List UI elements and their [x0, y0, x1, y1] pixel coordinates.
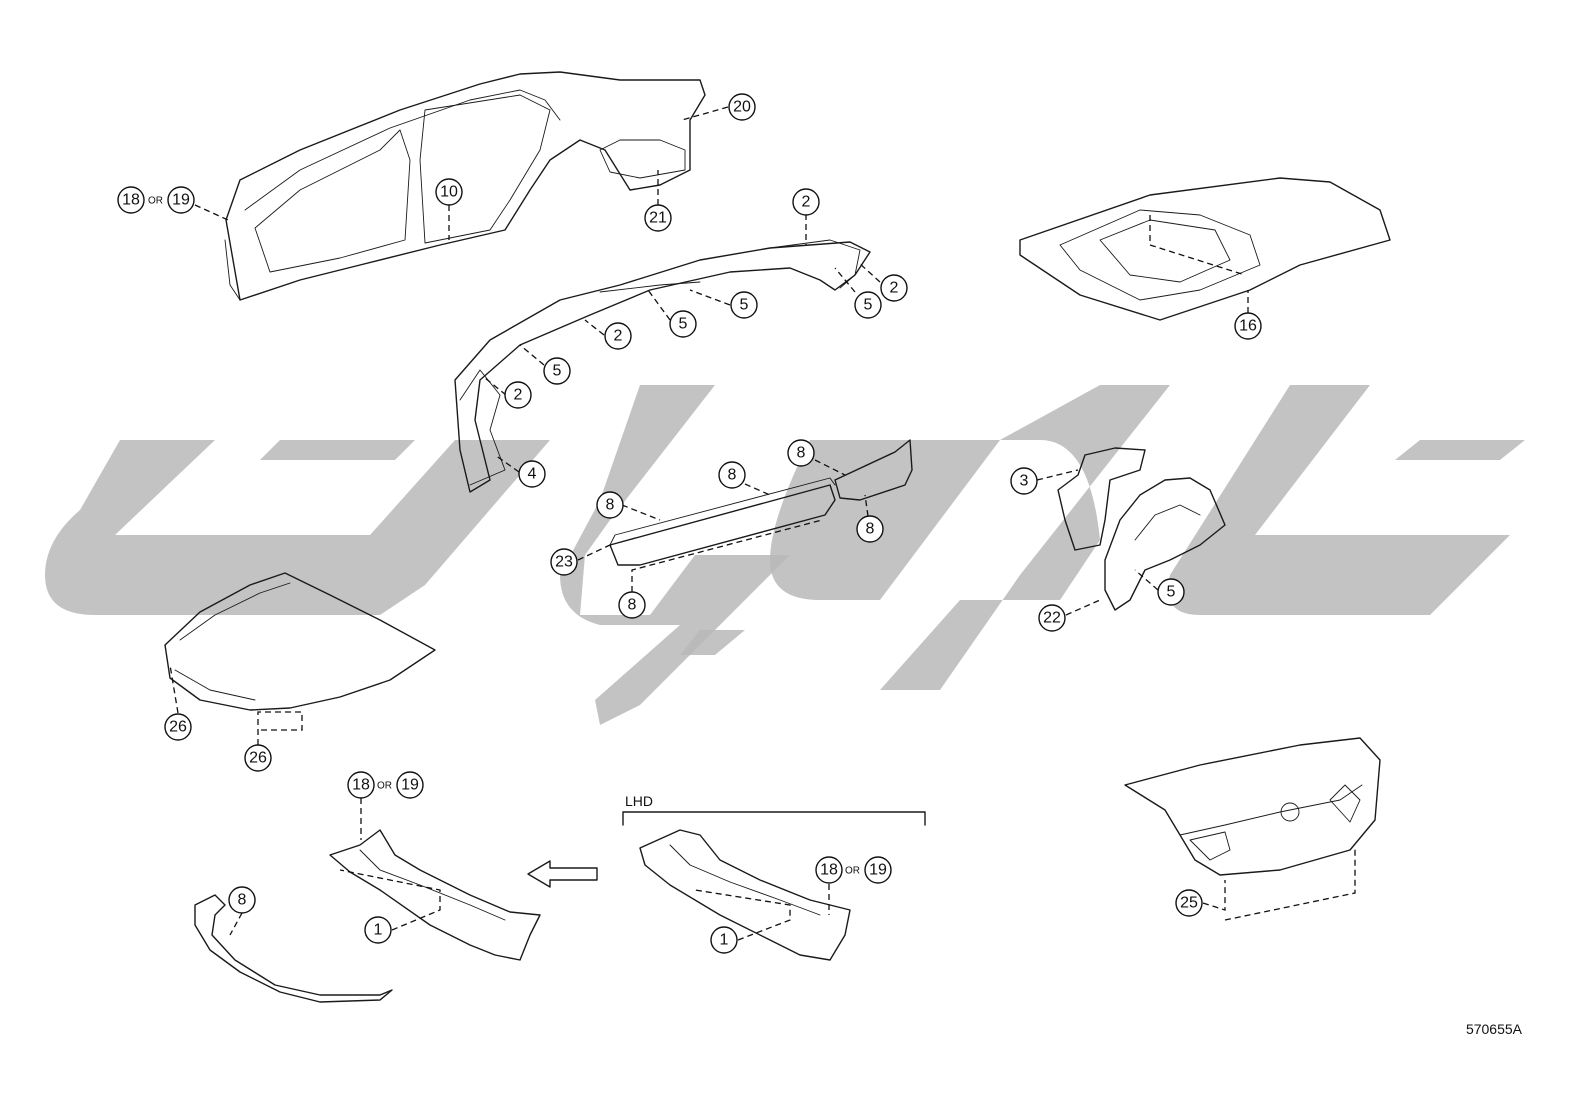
roof-panel: [1019, 177, 1391, 321]
diagram-id-label: 570655A: [1466, 1021, 1523, 1037]
callout-2-label: 2: [802, 194, 811, 211]
callout-5-d: 5: [543, 357, 571, 385]
callout-3-label: 3: [1020, 473, 1029, 490]
callout-4: 4: [518, 460, 546, 488]
callout-18-label: 18: [352, 777, 370, 794]
callout-2-b: 2: [880, 274, 908, 302]
callout-1-label: 1: [374, 922, 383, 939]
callout-8-label: 8: [728, 467, 737, 484]
callout-19-label: 19: [869, 862, 887, 879]
callout-5-label: 5: [740, 297, 749, 314]
callout-8-label: 8: [797, 445, 806, 462]
or-label: OR: [377, 781, 392, 792]
callout-2-c: 2: [604, 322, 632, 350]
callout-10: 10: [435, 178, 463, 206]
callout-20: 20: [728, 93, 756, 121]
callout-23: 23: [550, 548, 578, 576]
callout-21-label: 21: [649, 210, 667, 227]
leader-lines: [169, 106, 1356, 941]
callout-18-or-19-body-side: 18 OR 19: [117, 186, 195, 214]
callout-25: 25: [1175, 889, 1203, 917]
callout-3: 3: [1010, 467, 1038, 495]
body-side-outer-panel: [224, 71, 706, 301]
callout-22: 22: [1038, 604, 1066, 632]
callout-10-label: 10: [440, 184, 458, 201]
callout-26-label: 26: [249, 750, 267, 767]
callout-8-a: 8: [787, 439, 815, 467]
callout-5-label: 5: [864, 297, 873, 314]
callout-18-or-19-lhd: 18 OR 19: [815, 856, 892, 884]
direction-arrow: [527, 860, 598, 888]
hood-panel: [164, 572, 436, 711]
callout-5-b: 5: [730, 291, 758, 319]
callout-22-label: 22: [1043, 610, 1061, 627]
callout-26-label: 26: [169, 719, 187, 736]
rear-wheelhouse: [1057, 447, 1226, 611]
roof-side-inner-rail: [454, 239, 871, 493]
lhd-label: LHD: [625, 793, 653, 809]
callout-19-label: 19: [172, 192, 190, 209]
trunk-lid: [1124, 737, 1381, 876]
callout-26-b: 26: [244, 744, 272, 772]
callout-21: 21: [644, 204, 672, 232]
callout-18-or-19-cowl: 18 OR 19: [347, 771, 424, 799]
callout-8-e: 8: [618, 591, 646, 619]
callout-2-label: 2: [890, 280, 899, 297]
callout-26-a: 26: [164, 713, 192, 741]
callout-20-label: 20: [733, 99, 751, 116]
callout-8-label: 8: [628, 597, 637, 614]
callout-18-label: 18: [122, 192, 140, 209]
callout-5-label: 5: [1167, 584, 1176, 601]
callout-8-label: 8: [866, 521, 875, 538]
lhd-bracket: [622, 811, 926, 826]
callout-8-d: 8: [856, 515, 884, 543]
cowl-panel-lhd: [639, 829, 851, 961]
callout-1-label: 1: [720, 932, 729, 949]
callout-5-c: 5: [669, 310, 697, 338]
callout-8-label: 8: [606, 497, 615, 514]
radiator-support-lower: [194, 894, 393, 1003]
callout-16: 16: [1234, 312, 1262, 340]
callout-8-b: 8: [718, 461, 746, 489]
cowl-panel-rhd: [329, 829, 541, 961]
callout-23-label: 23: [555, 554, 573, 571]
callout-5-a: 5: [854, 291, 882, 319]
callout-8-f: 8: [228, 886, 256, 914]
callout-5-e: 5: [1157, 578, 1185, 606]
callout-2-a: 2: [792, 188, 820, 216]
callout-8-label: 8: [238, 892, 247, 909]
callout-25-label: 25: [1180, 895, 1198, 912]
callout-1-a: 1: [364, 916, 392, 944]
callout-1-b: 1: [710, 926, 738, 954]
watermark-logo: [45, 385, 1525, 725]
callout-5-label: 5: [679, 316, 688, 333]
rocker-panel: [609, 439, 913, 566]
callout-18-label: 18: [820, 862, 838, 879]
callout-16-label: 16: [1239, 318, 1257, 335]
callout-5-label: 5: [553, 363, 562, 380]
callout-8-c: 8: [596, 491, 624, 519]
callout-2-label: 2: [514, 387, 523, 404]
callout-19-label: 19: [401, 777, 419, 794]
callout-4-label: 4: [528, 466, 537, 483]
or-label: OR: [148, 196, 163, 207]
or-label: OR: [845, 866, 860, 877]
callout-2-label: 2: [614, 328, 623, 345]
callout-2-d: 2: [504, 381, 532, 409]
